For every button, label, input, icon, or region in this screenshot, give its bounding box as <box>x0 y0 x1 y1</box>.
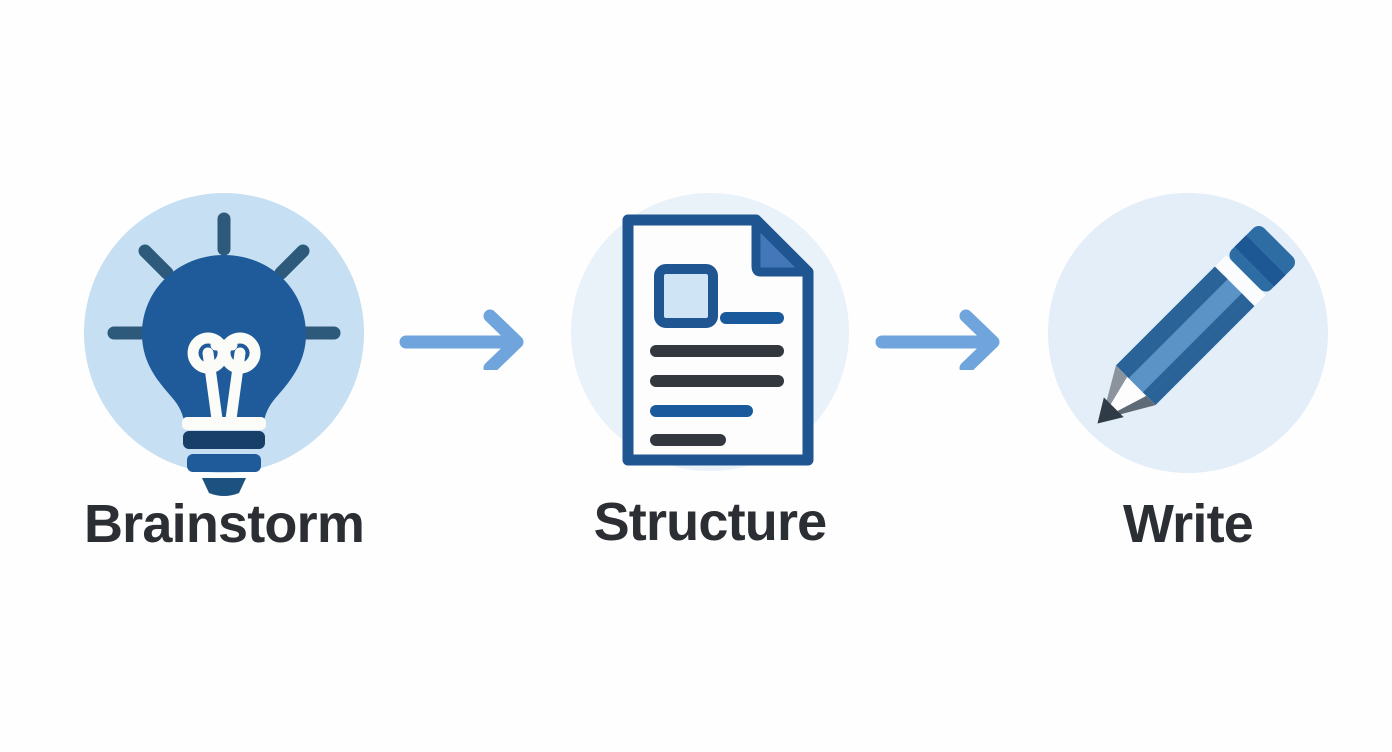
lightbulb-collar <box>182 417 266 430</box>
step-label-structure: Structure <box>593 492 828 552</box>
flow-step-brainstorm[interactable]: Brainstorm <box>74 193 374 551</box>
step-label-write: Write <box>1122 494 1254 554</box>
lightbulb-icon <box>107 212 341 496</box>
write-icon-disc <box>1048 193 1328 473</box>
lightbulb-filament <box>187 332 261 425</box>
pencil-barrel-edge-left <box>1124 275 1228 379</box>
flow-step-structure[interactable]: Structure <box>560 193 860 549</box>
lightbulb-base-mid <box>187 454 261 472</box>
pencil-barrel-edge-right <box>1142 293 1246 397</box>
pencil-ferrule <box>1214 255 1266 307</box>
pencil-tip <box>1097 397 1124 424</box>
document-icon <box>622 214 814 466</box>
pencil-barrel-stripe <box>1124 275 1246 397</box>
document-text-lines <box>650 345 784 446</box>
connector-arrow-2 <box>874 308 1010 375</box>
arrow-right-icon <box>875 309 1000 375</box>
lightbulb-base-tip <box>202 478 246 496</box>
connector-arrow-1 <box>398 308 534 375</box>
arrow-right-icon <box>399 309 524 375</box>
pencil-eraser-band <box>1234 235 1286 287</box>
brainstorm-icon-disc <box>84 193 364 496</box>
structure-icon-disc <box>571 193 849 471</box>
lightbulb-base-dark <box>183 431 265 449</box>
document-thumbnail <box>654 264 718 328</box>
pencil-icon <box>1097 226 1295 424</box>
step-label-brainstorm: Brainstorm <box>83 494 365 554</box>
document-fold-corner <box>751 217 811 277</box>
lightbulb-glass <box>142 255 306 421</box>
lightbulb-rays <box>107 212 341 340</box>
flow-step-write[interactable]: Write <box>1038 193 1338 551</box>
